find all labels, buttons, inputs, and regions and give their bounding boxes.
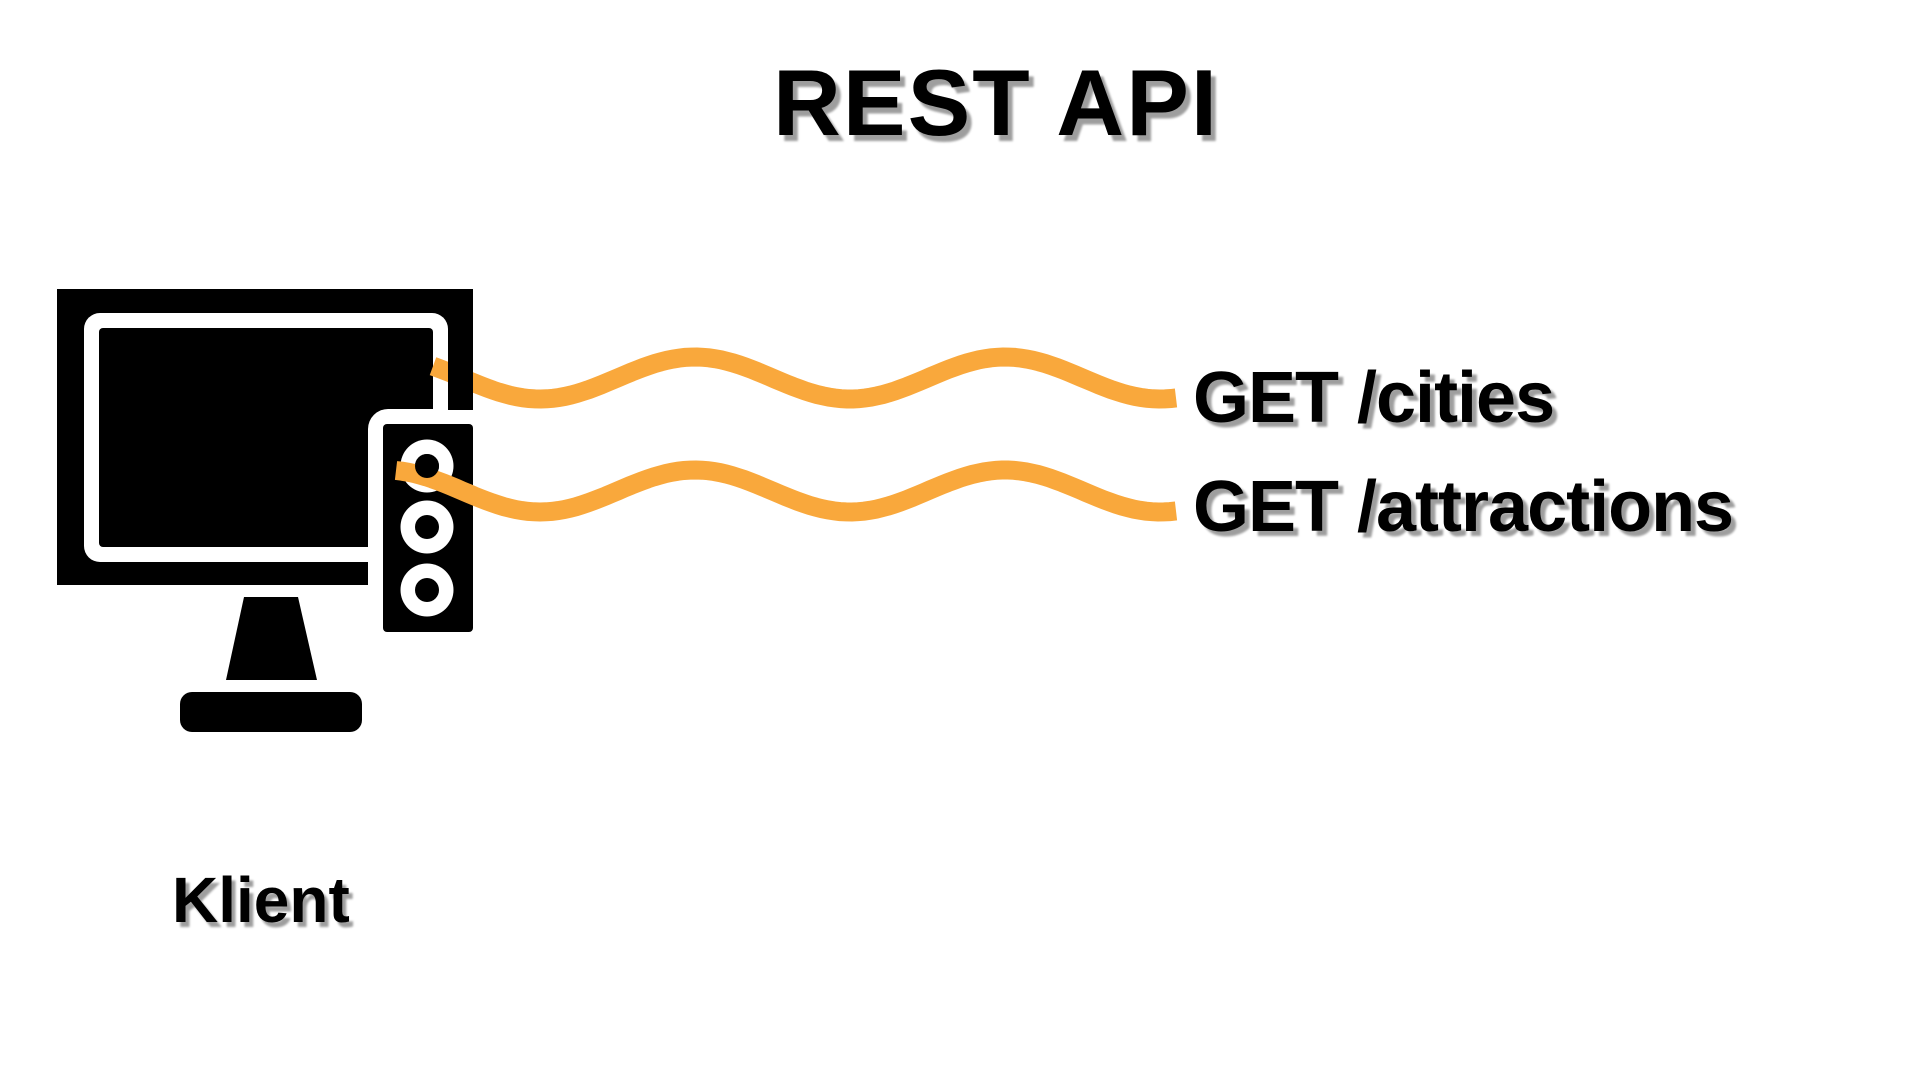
desktop-computer-icon	[57, 289, 488, 732]
page-title: REST API	[772, 50, 1220, 155]
wave-get-attractions-line	[394, 460, 1178, 522]
tower-hole-1-overlap-patch	[415, 454, 439, 478]
monitor-stand	[226, 597, 317, 680]
request-label-attractions: GET /attractions	[1193, 467, 1734, 547]
request-label-cities: GET /cities	[1193, 358, 1555, 438]
client-label: Klient	[172, 864, 350, 936]
tower-hole-2	[415, 515, 439, 539]
request-waves	[394, 347, 1178, 522]
monitor-base	[180, 692, 362, 732]
wave-get-cities-line	[429, 347, 1178, 409]
tower-hole-3	[415, 578, 439, 602]
monitor-frame-overlap-patch	[448, 289, 473, 410]
monitor-screen	[99, 328, 433, 547]
